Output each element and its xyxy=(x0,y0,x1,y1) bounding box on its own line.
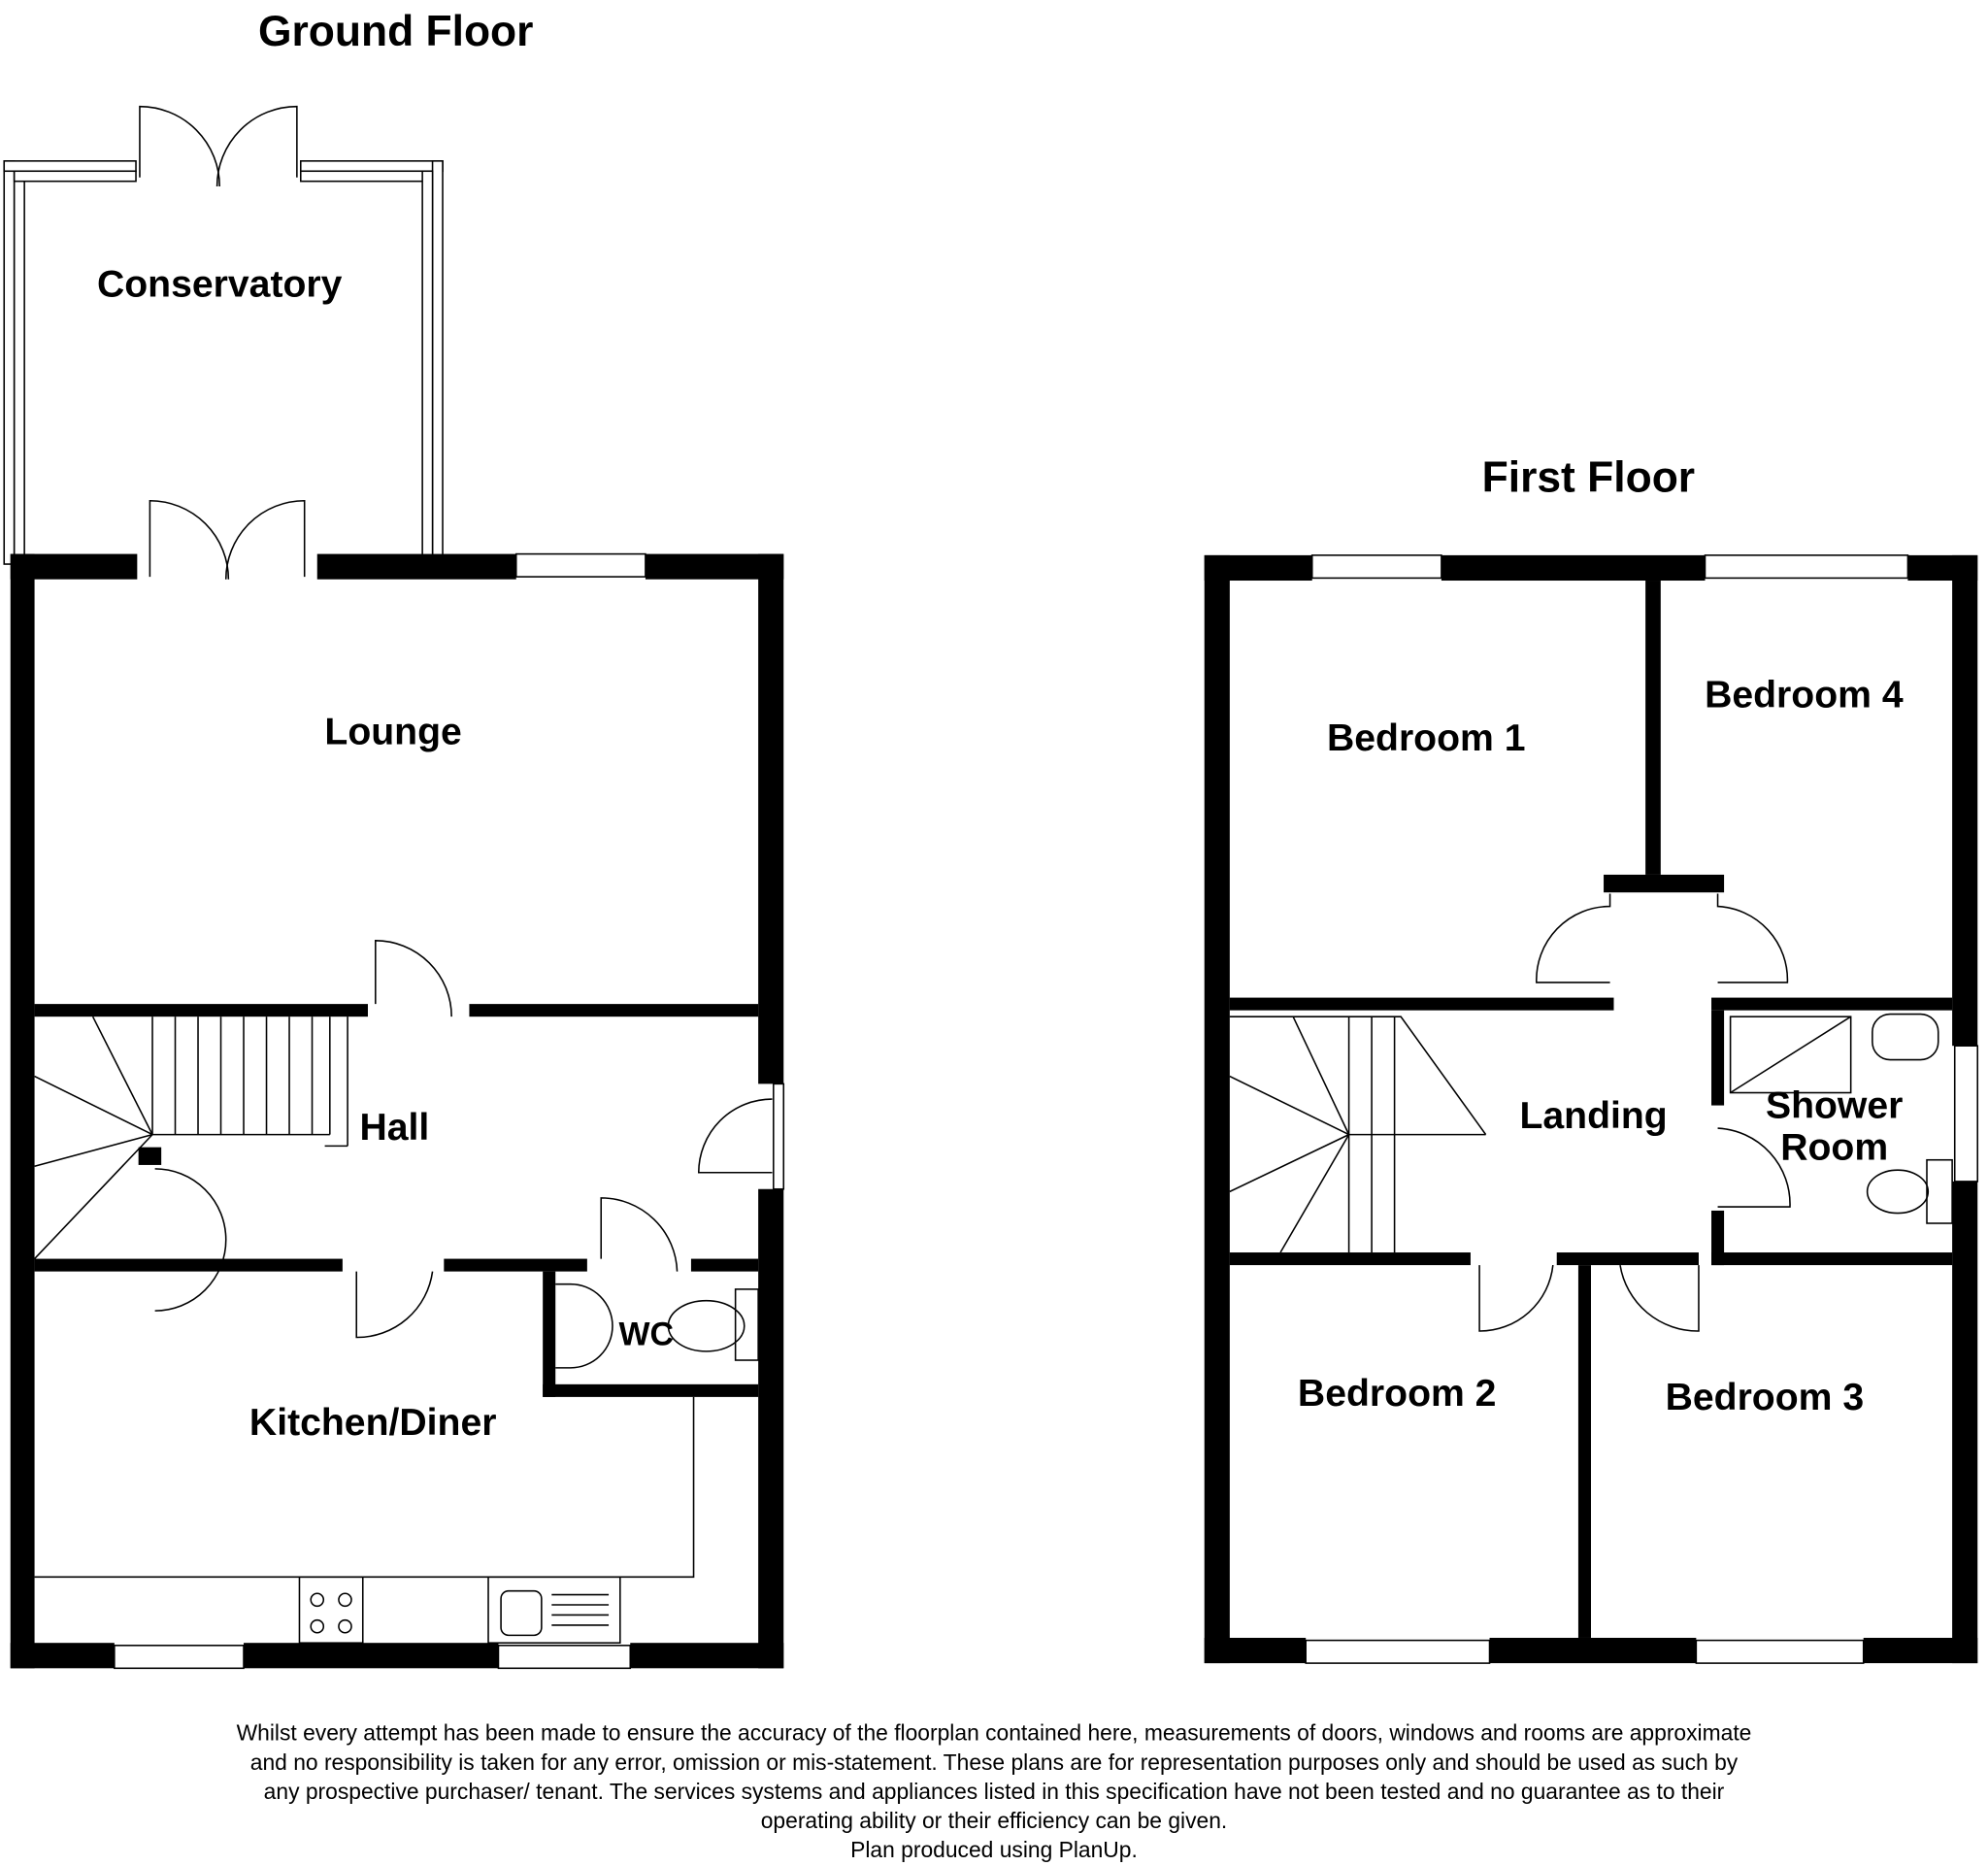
lounge-door-left xyxy=(149,499,230,580)
first-floor-interior-walls xyxy=(1229,581,1953,1638)
door-cupboard xyxy=(154,1168,227,1312)
window-kitchen-2 xyxy=(497,1645,632,1670)
ground-floor-outer-walls xyxy=(10,553,784,1669)
door-bedroom-1 xyxy=(1536,893,1611,983)
first-floor-title: First Floor xyxy=(1482,454,1695,502)
window-bedroom-3 xyxy=(1695,1639,1865,1664)
lounge-door-right xyxy=(224,499,306,580)
disclaimer-line: and no responsibility is taken for any e… xyxy=(250,1749,1739,1775)
shower-room-fixtures xyxy=(1729,1013,1953,1224)
door-bedroom-2 xyxy=(1478,1265,1554,1332)
door-bedroom-3 xyxy=(1619,1264,1700,1332)
room-label-conservatory: Conservatory xyxy=(97,264,343,306)
room-label-bedroom-4: Bedroom 4 xyxy=(1705,675,1904,716)
front-door xyxy=(697,1098,773,1174)
conservatory-french-doors xyxy=(139,105,298,186)
window-shower-room xyxy=(1953,1045,1979,1183)
ground-floor-interior-walls xyxy=(34,1004,759,1397)
room-label-bedroom-1: Bedroom 1 xyxy=(1327,717,1526,759)
door-wc xyxy=(600,1197,679,1272)
room-label-hall: Hall xyxy=(359,1107,429,1149)
planup-credit: Plan produced using PlanUp. xyxy=(850,1837,1138,1862)
door-lounge-hall xyxy=(375,940,452,1017)
room-label-wc: WC xyxy=(619,1316,675,1352)
disclaimer-line: operating ability or their efficiency ca… xyxy=(761,1808,1228,1833)
ground-floor-title: Ground Floor xyxy=(258,8,533,55)
room-label-lounge: Lounge xyxy=(324,711,461,752)
door-shower-room xyxy=(1717,1127,1791,1208)
wc-fixtures xyxy=(555,1283,759,1369)
disclaimer-line: any prospective purchaser/ tenant. The s… xyxy=(264,1779,1725,1804)
room-label-landing: Landing xyxy=(1519,1095,1667,1137)
window-bedroom-1 xyxy=(1310,554,1442,580)
room-label-bedroom-2: Bedroom 2 xyxy=(1298,1373,1497,1415)
door-bedroom-4 xyxy=(1716,893,1789,983)
disclaimer-line: Whilst every attempt has been made to en… xyxy=(237,1720,1752,1746)
room-label-shower-room: Room xyxy=(1780,1127,1888,1169)
conservatory-walls xyxy=(3,160,444,565)
door-hall-kitchen xyxy=(355,1271,434,1339)
first-floor-outer-walls xyxy=(1204,554,1978,1664)
window-bedroom-2 xyxy=(1305,1639,1491,1664)
ground-floor-stairs xyxy=(34,1016,348,1260)
disclaimer: Whilst every attempt has been made to en… xyxy=(237,1720,1752,1862)
window-lounge xyxy=(514,552,646,578)
window-bedroom-4 xyxy=(1704,554,1909,580)
kitchen-worktop xyxy=(34,1396,695,1644)
room-label-bedroom-3: Bedroom 3 xyxy=(1666,1377,1865,1418)
room-label-kitchen-diner: Kitchen/Diner xyxy=(249,1402,497,1444)
first-floor-stairs xyxy=(1229,1016,1487,1253)
room-label-shower: Shower xyxy=(1766,1085,1903,1127)
window-kitchen-1 xyxy=(114,1645,245,1670)
front-door-frame xyxy=(773,1083,785,1190)
